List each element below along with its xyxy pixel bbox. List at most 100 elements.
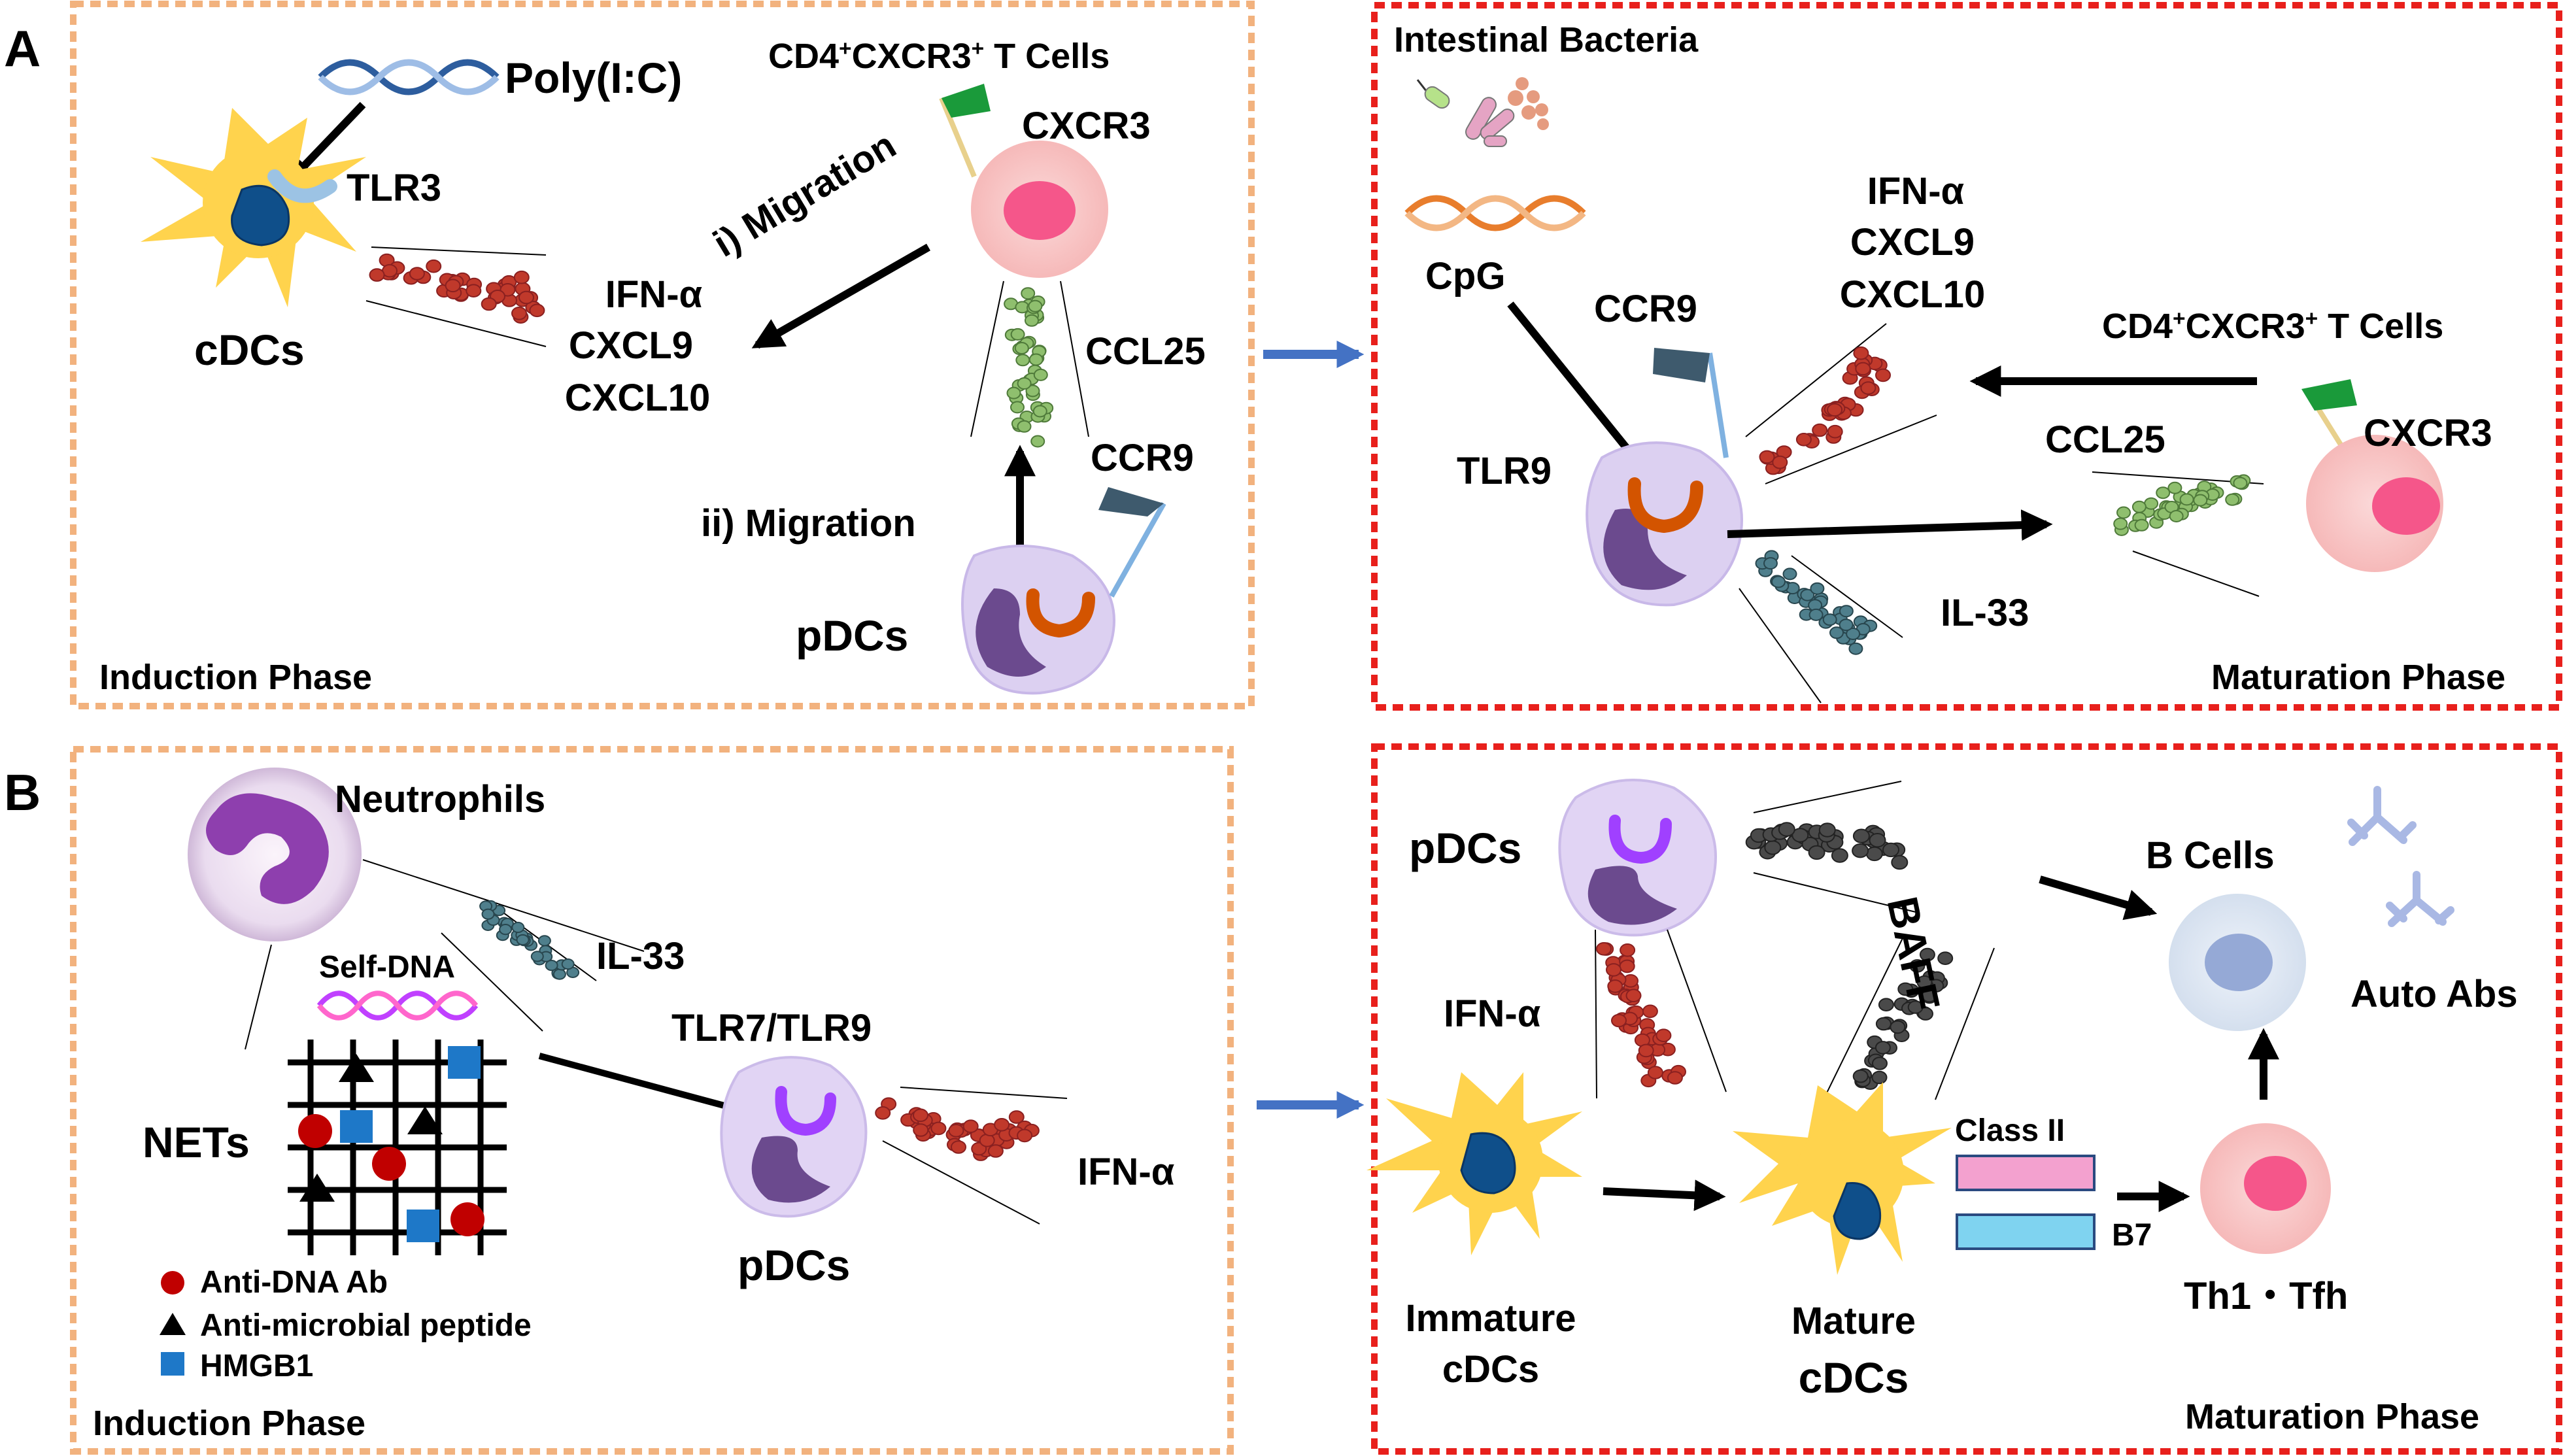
particle-dot xyxy=(1028,353,1044,366)
pdc-cell-a-maturation xyxy=(1586,348,1743,607)
poly-ic-label: Poly(I:C) xyxy=(505,54,683,102)
particle-dot xyxy=(2233,477,2248,490)
particle-dot xyxy=(1032,405,1047,418)
particle-dot xyxy=(537,935,551,947)
particle-dot xyxy=(1763,557,1778,570)
cdcs-label: cDCs xyxy=(194,326,305,374)
induction-phase-label-a: Induction Phase xyxy=(99,658,373,697)
particle-dot xyxy=(1008,1110,1025,1124)
particle-dot xyxy=(1890,1020,1906,1034)
immature-label-line2: cDCs xyxy=(1442,1348,1540,1391)
self-dna-helix xyxy=(316,990,479,1021)
particle-dot xyxy=(445,279,461,293)
particle-dot xyxy=(1808,845,1825,860)
particle-dot xyxy=(1611,1013,1627,1028)
ifn-label-b: IFN-α xyxy=(1078,1151,1175,1193)
tlr-label-b: TLR7/TLR9 xyxy=(671,1007,872,1049)
migration-arrow-1 xyxy=(751,243,930,349)
particle-dot xyxy=(2156,486,2171,499)
cxcl9-label-a-mat: CXCL9 xyxy=(1850,221,1975,263)
poly-ic-helix xyxy=(318,59,500,95)
ccl25-dots-a-maturation xyxy=(2113,474,2251,536)
particle-dot xyxy=(1021,287,1036,300)
particle-dot xyxy=(1822,613,1837,626)
t-cell-a-maturation xyxy=(2301,379,2443,572)
class2-bar xyxy=(1956,1155,2096,1191)
particle-dot xyxy=(518,290,534,305)
panel-b-induction-box xyxy=(70,746,1234,1455)
particle-dot xyxy=(1033,368,1048,381)
particle-dot xyxy=(948,1124,964,1138)
immature-label-line1: Immature xyxy=(1405,1297,1576,1340)
particle-dot xyxy=(1818,822,1836,838)
th-cell xyxy=(2200,1123,2331,1254)
bacteria-label: Intestinal Bacteria xyxy=(1394,20,1699,59)
particle-dot xyxy=(1852,828,1870,843)
mature-cdc-cell xyxy=(1733,1082,1952,1275)
particle-dot xyxy=(1812,423,1828,437)
maturation-phase-label-b: Maturation Phase xyxy=(2185,1397,2480,1436)
mature-label-line1: Mature xyxy=(1791,1300,1916,1342)
legend-anti-dna-marker xyxy=(161,1271,184,1295)
b7-bar xyxy=(1956,1213,2096,1250)
particle-dot xyxy=(1875,1041,1891,1055)
particle-dot xyxy=(1010,401,1025,414)
panel-a-induction-box xyxy=(70,1,1255,709)
pdcs-label-b-mat: pDCs xyxy=(1409,824,1522,872)
particle-dot xyxy=(2144,497,2159,510)
particle-dot xyxy=(1852,843,1869,858)
cxcr3-label-a-mat: CXCR3 xyxy=(2364,412,2492,454)
particle-dot xyxy=(1897,982,1914,996)
cxcl9-label-a: CXCL9 xyxy=(568,324,694,367)
particle-dot xyxy=(1017,377,1032,390)
particle-dot xyxy=(1869,833,1886,848)
particle-dot xyxy=(1764,840,1782,855)
particle-dot xyxy=(1878,998,1894,1011)
cxcl10-label-a: CXCL10 xyxy=(564,377,711,419)
particle-dot xyxy=(1839,605,1854,618)
th-label: Th1・Tfh xyxy=(2184,1275,2349,1317)
particle-dot xyxy=(2167,481,2182,494)
neutrophil-to-net-line-2 xyxy=(441,932,543,1032)
panel-b-maturation-box xyxy=(1371,743,2562,1455)
pdcs-label-a: pDCs xyxy=(796,611,909,660)
particle-dot xyxy=(561,958,575,970)
particle-dot xyxy=(499,924,513,936)
ccl25-label-a: CCL25 xyxy=(1085,330,1206,373)
particle-dot xyxy=(2134,518,2149,532)
particle-dot xyxy=(529,303,545,318)
particle-dot xyxy=(2193,494,2208,507)
t-cells-label-a: CD4+CXCR3+ T Cells xyxy=(768,37,1110,76)
panel-a-letter: A xyxy=(4,20,41,77)
pdc-cell-b-induction xyxy=(720,1056,868,1218)
tlr9-label-a: TLR9 xyxy=(1457,450,1552,492)
particle-dot xyxy=(481,908,495,920)
particle-dot xyxy=(962,1119,979,1133)
maturation-phase-label-a: Maturation Phase xyxy=(2211,658,2506,697)
particle-dot xyxy=(1937,951,1954,965)
pdc-cell-b-maturation xyxy=(1558,779,1717,937)
ifn-dots-b-maturation xyxy=(1596,942,1686,1088)
particle-dot xyxy=(1030,435,1045,448)
baff-dots-top xyxy=(1745,822,1909,870)
particle-dot xyxy=(552,968,566,980)
particle-dot xyxy=(987,1144,1004,1158)
ccr9-label-a: CCR9 xyxy=(1091,437,1194,479)
particle-dot xyxy=(1667,1071,1683,1085)
particle-dot xyxy=(1919,947,1935,962)
particle-dot xyxy=(1882,842,1899,858)
particle-dot xyxy=(2225,493,2240,506)
t-cell-a xyxy=(939,84,1108,278)
il33-label-a-mat: IL-33 xyxy=(1941,592,2029,634)
particle-dot xyxy=(1852,1069,1869,1083)
ccl25-cone-a xyxy=(970,280,1089,437)
particle-dot xyxy=(1791,828,1809,843)
immature-cdc-cell xyxy=(1366,1072,1582,1255)
particle-dot xyxy=(1829,626,1844,639)
particle-dot xyxy=(1028,299,1043,313)
b-cell xyxy=(2169,894,2306,1031)
ifn-label-b-mat: IFN-α xyxy=(1444,992,1541,1035)
ifn-dots-b xyxy=(875,1097,1040,1161)
particle-dot xyxy=(2116,506,2131,519)
